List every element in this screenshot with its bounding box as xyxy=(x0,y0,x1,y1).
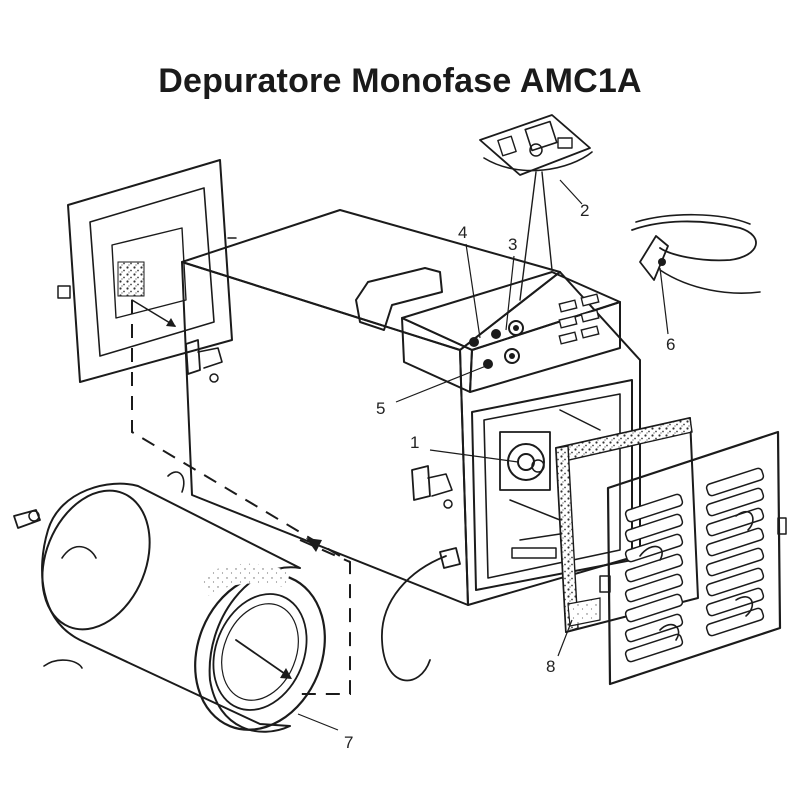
cylinder-filter xyxy=(13,471,326,733)
assembly-lines xyxy=(131,300,351,695)
left-filter-frame xyxy=(57,159,237,383)
callout-5: 5 xyxy=(376,399,385,418)
leader-lines xyxy=(297,179,669,731)
callout-8: 8 xyxy=(546,657,555,676)
front-grille xyxy=(599,430,787,686)
callout-7: 7 xyxy=(344,733,353,752)
wrist-strap xyxy=(631,213,761,294)
circuit-board xyxy=(479,114,593,301)
callout-3: 3 xyxy=(508,235,517,254)
control-box xyxy=(401,271,621,393)
callout-1: 1 xyxy=(410,433,419,452)
callout-4: 4 xyxy=(458,223,467,242)
callout-2: 2 xyxy=(580,201,589,220)
power-cord xyxy=(381,547,461,682)
motor-assembly xyxy=(499,409,601,559)
assembly-arrow xyxy=(306,538,322,552)
diagram-title: Depuratore Monofase AMC1A xyxy=(158,62,642,100)
callout-6: 6 xyxy=(666,335,675,354)
inner-door-panel xyxy=(555,417,699,633)
